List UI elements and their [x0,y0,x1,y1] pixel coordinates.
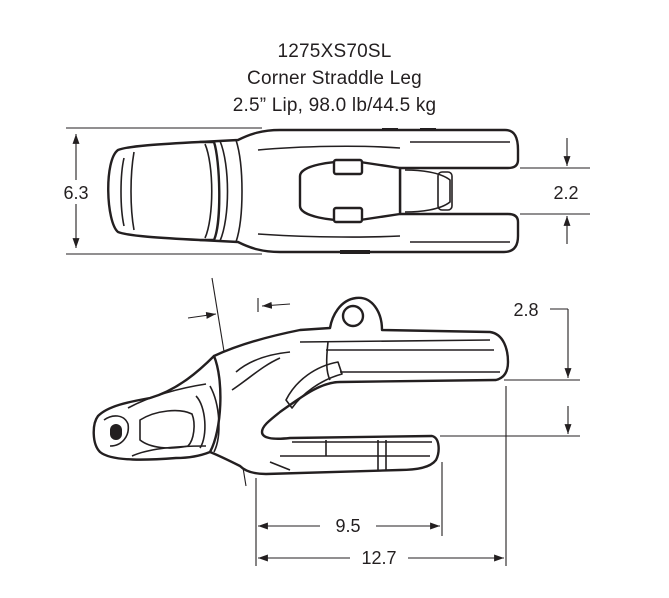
title-block: 1275XS70SL Corner Straddle Leg 2.5” Lip,… [0,38,669,119]
dim-leg-length: 9.5 [335,516,360,536]
side-view: 2.8 9.5 12.7 [92,277,580,568]
dim-leg-gap: 2.2 [553,183,578,203]
adapter-body-side [208,296,510,476]
part-spec: 2.5” Lip, 98.0 lb/44.5 kg [232,95,437,116]
dim-overall-length: 12.7 [361,548,396,568]
dim-overall-height: 6.3 [63,183,88,203]
dim-leg-offset: 2.8 [513,300,538,320]
lifting-eye [341,304,365,328]
retainer-slot [298,160,402,222]
part-name: Corner Straddle Leg [247,68,422,89]
top-view: 6.3 2.2 [58,127,590,255]
lock-block-lower [332,206,364,224]
lock-block-upper [332,158,364,176]
nose-top [107,140,221,242]
part-number: 1275XS70SL [277,41,392,62]
